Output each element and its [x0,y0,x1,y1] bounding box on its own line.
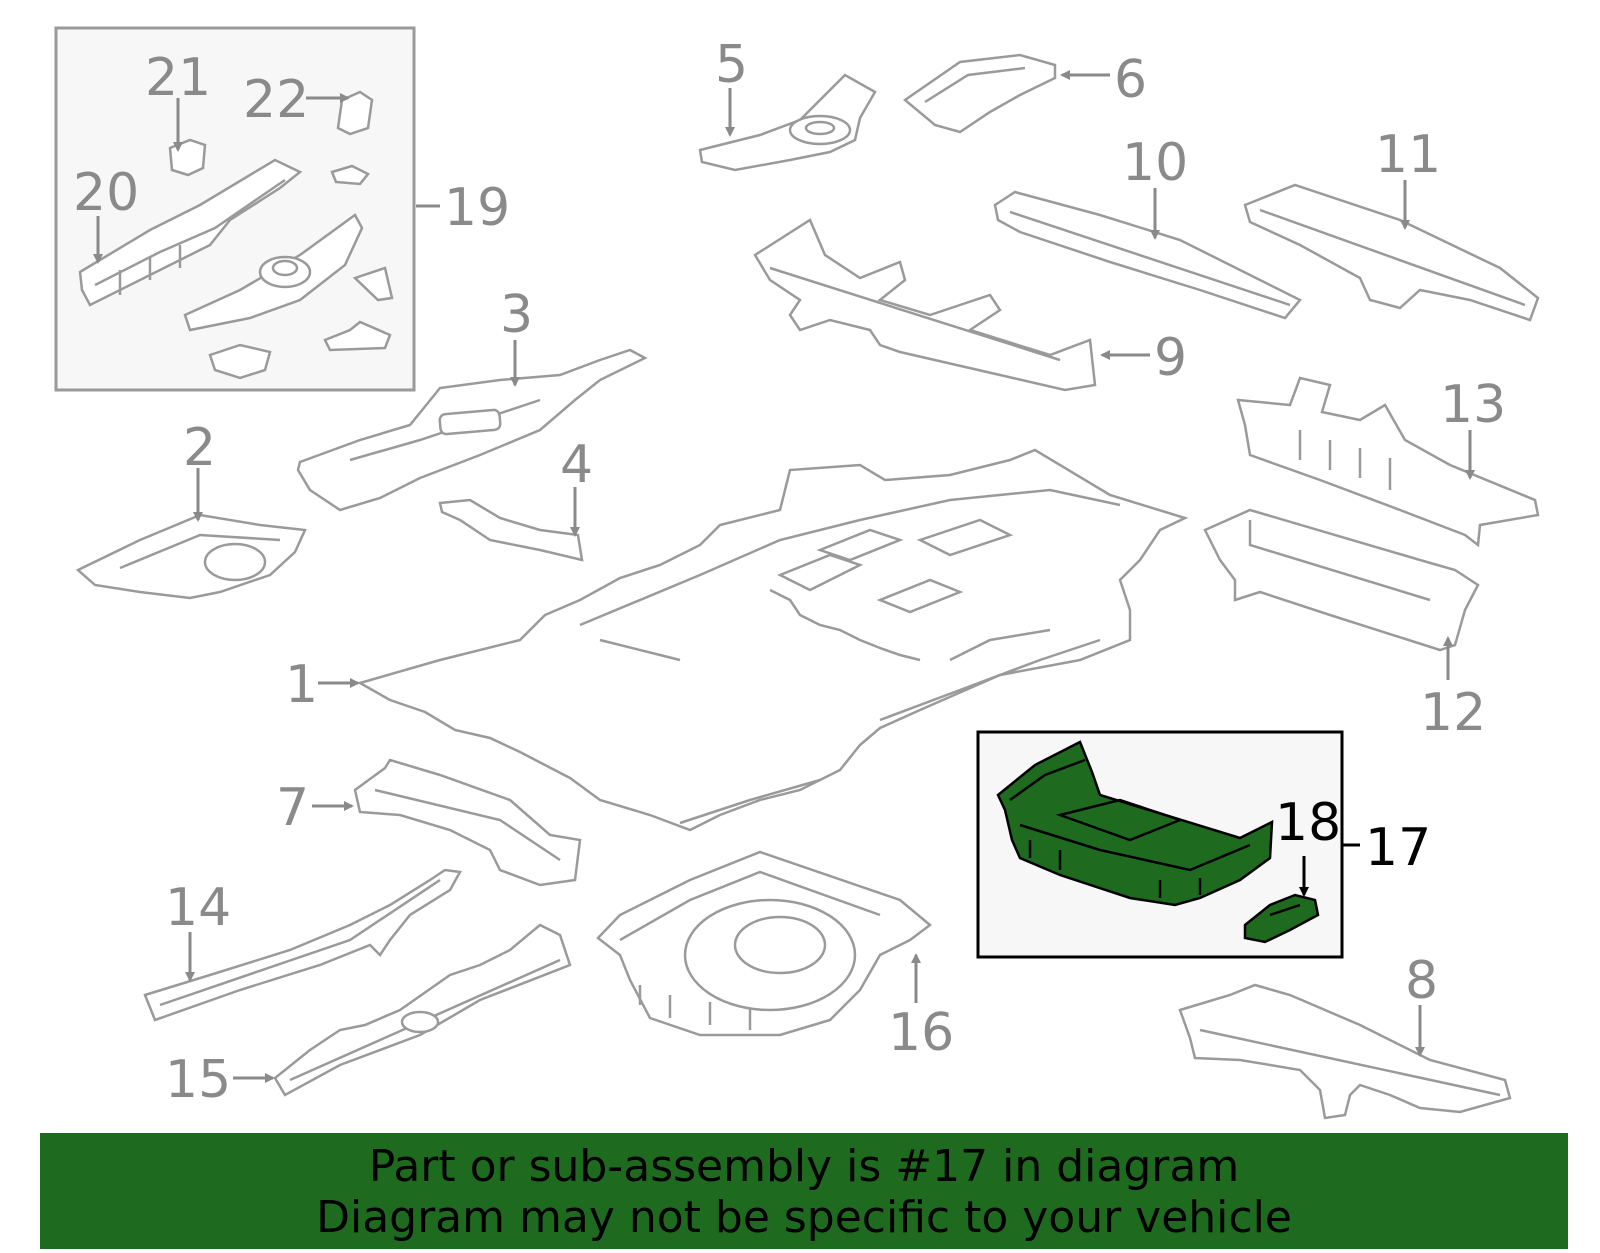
callout-22: 22 [243,70,309,130]
callout-4: 4 [560,435,593,495]
callout-21: 21 [145,48,211,108]
callout-14: 14 [165,878,231,938]
callout-15: 15 [165,1050,231,1110]
part-7-rail [353,758,582,887]
inset-box-17 [976,730,1344,959]
callout-7: 7 [276,778,309,838]
part-3-tunnel-panel [296,348,648,512]
part-5-crossmember [698,73,877,172]
part-11-rail [1243,183,1540,322]
callout-8: 8 [1405,951,1438,1011]
part-12-sill [1203,508,1480,652]
callout-20: 20 [73,163,139,223]
callout-16: 16 [888,1003,954,1063]
callout-5: 5 [715,35,748,95]
part-rear-rail-mount [183,213,364,332]
callout-10: 10 [1122,133,1188,193]
callout-labels-highlight: 18 17 [1275,793,1431,878]
info-banner: Part or sub-assembly is #17 in diagram D… [40,1133,1568,1249]
part-6-plate [902,53,1057,134]
part-2-floor-section [75,513,307,600]
part-14-rail [143,868,462,1022]
callout-labels: 21 22 20 19 5 6 10 11 9 3 2 4 13 12 1 7 … [73,35,1506,1110]
callout-6: 6 [1114,50,1147,110]
callout-18: 18 [1275,793,1341,853]
callout-13: 13 [1440,375,1506,435]
leader-lines-highlight [1299,843,1360,897]
part-10-rail [993,190,1302,320]
part-4-bracket [438,498,584,562]
small-clip [330,164,370,186]
small-cup [208,343,272,380]
part-20-rail [78,158,303,307]
part-1-main-floor [356,448,1189,832]
callout-17: 17 [1365,818,1431,878]
part-17-storage-tray [996,740,1274,907]
small-gusset [352,266,394,302]
callout-3: 3 [500,285,533,345]
inset-box-19 [54,26,416,392]
part-16-spare-tire-well [596,850,933,1037]
part-8-crossmember [1178,983,1512,1120]
callout-11: 11 [1375,125,1441,185]
small-plate [323,320,392,352]
banner-line-2: Diagram may not be specific to your vehi… [316,1192,1292,1243]
callout-2: 2 [183,418,216,478]
banner-line-1: Part or sub-assembly is #17 in diagram [368,1141,1240,1192]
callout-12: 12 [1420,683,1486,743]
part-9-crossmember [753,218,1097,392]
leader-lines [93,70,1475,1083]
part-15-sill [273,923,572,1097]
part-21-bracket [168,138,207,177]
part-13-rail [1236,376,1540,548]
callout-19: 19 [444,178,510,238]
part-18-bracket [1243,893,1320,944]
callout-9: 9 [1154,328,1187,388]
callout-1: 1 [285,655,318,715]
